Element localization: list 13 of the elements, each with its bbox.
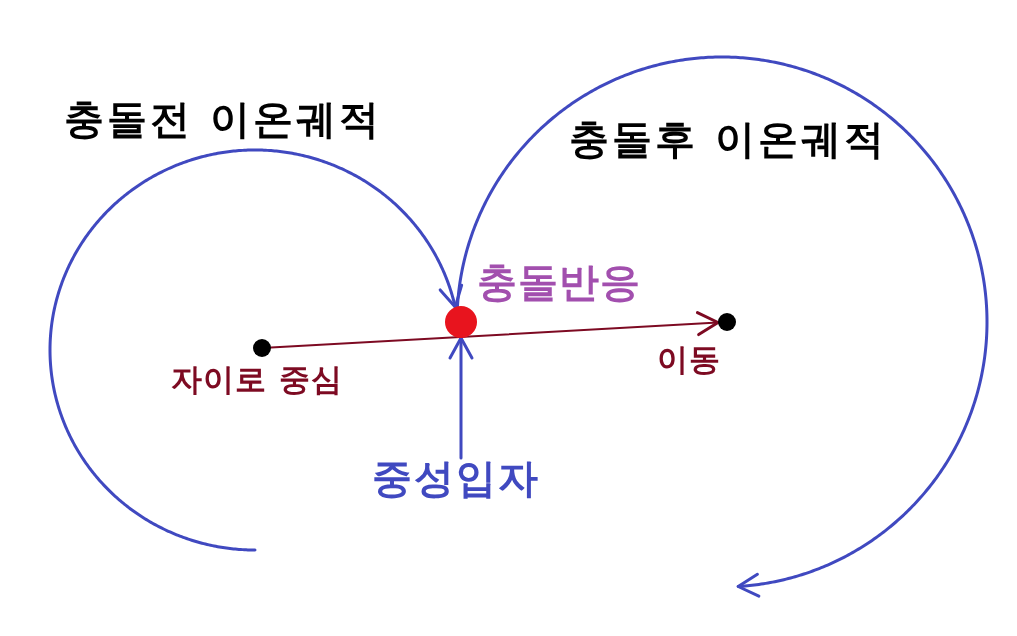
particle-label: 중성입자 — [372, 458, 540, 498]
arrow — [448, 336, 474, 460]
trajectory-label: 충돌후 이온궤적 — [569, 119, 887, 159]
curved-arrow — [48, 148, 464, 552]
point-label: 이동 — [657, 344, 721, 375]
center-dot — [718, 313, 736, 331]
trajectory-label: 충돌전 이온궤적 — [64, 99, 382, 139]
center-dot — [253, 339, 271, 357]
collision-dot — [445, 306, 477, 338]
point-label: 자이로 중심 — [171, 364, 343, 395]
point-label: 충돌반응 — [477, 262, 641, 302]
curved-arrow — [455, 55, 989, 598]
arrow — [270, 311, 720, 349]
